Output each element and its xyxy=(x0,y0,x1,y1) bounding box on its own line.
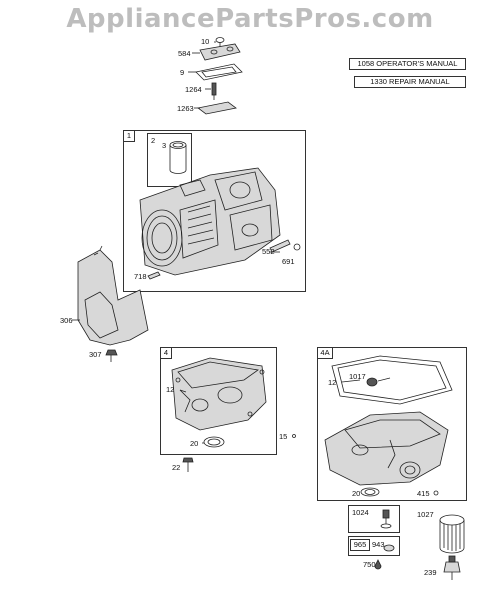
screw-10-icon xyxy=(215,37,225,47)
group-4-tag: 4 xyxy=(160,347,172,359)
gasket-9-icon xyxy=(195,63,243,81)
drop-750-icon xyxy=(374,559,382,570)
part-label-750[interactable]: 750 xyxy=(363,560,376,569)
dowel-718-icon xyxy=(147,271,161,280)
group-4-frame xyxy=(160,347,277,455)
part-label-239[interactable]: 239 xyxy=(424,568,437,577)
part-label-691[interactable]: 691 xyxy=(282,257,295,266)
part-label-15[interactable]: 15 xyxy=(279,432,288,441)
part-label-12[interactable]: 12 xyxy=(166,385,175,394)
part-2-box xyxy=(147,133,192,187)
part-label-415[interactable]: 415 xyxy=(417,489,430,498)
sensor-1017-icon xyxy=(366,377,378,387)
part-label-22[interactable]: 22 xyxy=(172,463,181,472)
ring-691-icon xyxy=(293,243,301,251)
part-label-1027[interactable]: 1027 xyxy=(417,510,434,519)
part-label-307[interactable]: 307 xyxy=(89,350,102,359)
part-label-1017[interactable]: 1017 xyxy=(349,372,366,381)
pin-552-icon xyxy=(269,239,291,253)
sump-4-icon xyxy=(171,357,267,431)
part-label-584[interactable]: 584 xyxy=(178,49,191,58)
group-1-frame xyxy=(123,130,306,292)
part-label-1264[interactable]: 1264 xyxy=(185,85,202,94)
watermark: AppliancePartsPros.com xyxy=(66,4,434,34)
part-label-965[interactable]: 965 xyxy=(350,539,370,551)
part-label-2[interactable]: 2 xyxy=(151,136,156,145)
seal-20a-icon xyxy=(360,487,380,497)
part-label-718[interactable]: 718 xyxy=(134,272,147,281)
part-1024-box xyxy=(348,505,400,533)
part-label-306[interactable]: 306 xyxy=(60,316,73,325)
part-label-3[interactable]: 3 xyxy=(162,141,167,150)
plug-943-icon xyxy=(383,544,395,552)
part-label-1024[interactable]: 1024 xyxy=(352,508,369,517)
part-label-20[interactable]: 20 xyxy=(190,439,199,448)
breather-cover-584-icon xyxy=(199,43,241,61)
part-label-10[interactable]: 10 xyxy=(201,37,210,46)
filter-1263-icon xyxy=(197,101,237,115)
cylinder-sleeve-3-icon xyxy=(169,141,187,174)
oil-switch-239-icon xyxy=(443,555,461,580)
dipstick-1024-icon xyxy=(380,509,392,529)
operators-manual-box[interactable]: 1058 OPERATOR'S MANUAL xyxy=(349,58,466,70)
group-1-tag: 1 xyxy=(123,130,135,142)
part-label-943[interactable]: 943 xyxy=(372,540,385,549)
shield-306-icon xyxy=(77,245,149,346)
repair-manual-box[interactable]: 1330 REPAIR MANUAL xyxy=(354,76,466,88)
tube-1264-icon xyxy=(211,82,217,100)
gasket-4a-icon xyxy=(331,355,453,405)
part-label-20-4a[interactable]: 20 xyxy=(352,489,361,498)
part-label-1263[interactable]: 1263 xyxy=(177,104,194,113)
part-label-12-4a[interactable]: 12 xyxy=(328,378,337,387)
seal-20-icon xyxy=(203,436,225,448)
engine-block-icon xyxy=(139,167,281,276)
part-label-9[interactable]: 9 xyxy=(180,68,185,77)
bolt-307-icon xyxy=(105,349,118,362)
group-4a-frame xyxy=(317,347,467,501)
group-4a-tag: 4A xyxy=(317,347,333,359)
oil-filter-1027-icon xyxy=(439,514,465,554)
part-label-552[interactable]: 552 xyxy=(262,247,275,256)
bolt-22-icon xyxy=(182,457,194,472)
part-965-box xyxy=(348,536,400,556)
sump-4a-icon xyxy=(324,411,449,486)
